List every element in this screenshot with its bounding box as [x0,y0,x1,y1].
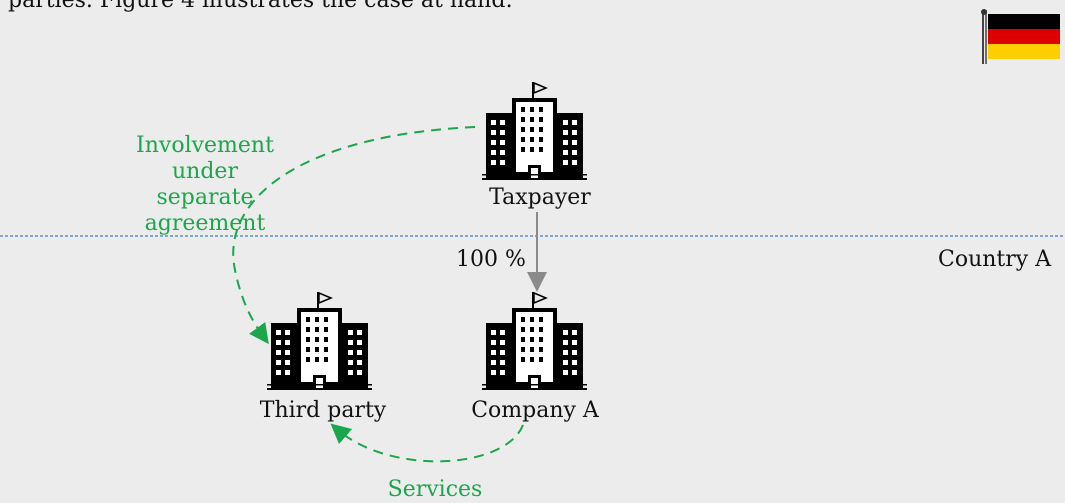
germany-flag-icon [981,9,1060,64]
involvement-label: Involvement under separate agreement [136,133,274,236]
services-label: Services [387,477,483,502]
third-party-building-icon [267,291,373,390]
taxpayer-building-icon [482,81,588,180]
country-label: Country A [938,247,1052,272]
taxpayer-label: Taxpayer [489,185,591,210]
company-a-label: Company A [471,398,599,423]
involvement-arrow [232,126,476,345]
ownership-label: 100 % [456,247,526,272]
services-arrow [330,423,524,463]
company-a-building-icon [482,291,588,390]
intro-text: parties. Figure 4 illustrates the case a… [8,0,513,13]
third-party-label: Third party [259,398,387,423]
